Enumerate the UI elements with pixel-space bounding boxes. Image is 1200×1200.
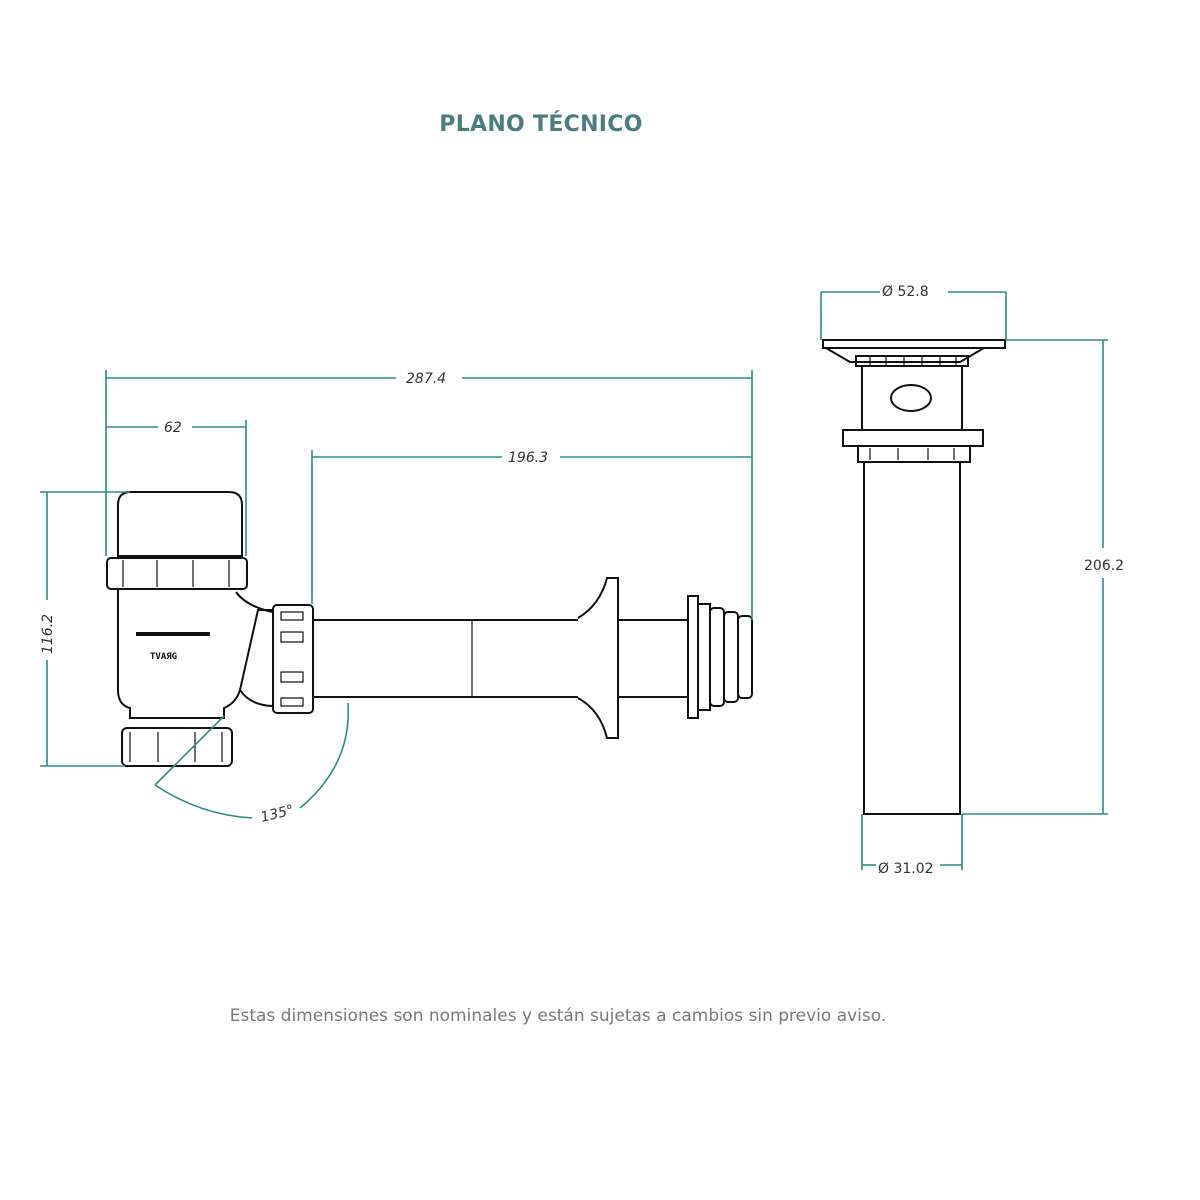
dim-nut-width: 62 <box>164 420 182 436</box>
bottle-trap-drawing: TVAЯG <box>106 491 753 767</box>
dim-pipe-length: 196.3 <box>508 450 548 466</box>
dim-drain-height: 206.2 <box>1084 558 1124 574</box>
drain-dimensions: Ø 52.8 206.2 Ø 31.02 <box>820 284 1124 877</box>
disclaimer-note: Estas dimensiones son nominales y están … <box>229 1006 887 1026</box>
brand-label: TVAЯG <box>150 652 177 662</box>
dim-trap-height: 116.2 <box>40 614 56 654</box>
trap-dimensions: 287.4 62 196.3 116.2 135° <box>40 370 753 826</box>
pop-up-drain-drawing <box>822 339 1006 815</box>
dim-angle: 135° <box>259 802 296 826</box>
dim-top-diameter: Ø 52.8 <box>882 284 929 300</box>
dim-total-length: 287.4 <box>406 371 446 387</box>
dim-bottom-diameter: Ø 31.02 <box>878 861 934 877</box>
page-title: PLANO TÉCNICO <box>439 112 643 137</box>
